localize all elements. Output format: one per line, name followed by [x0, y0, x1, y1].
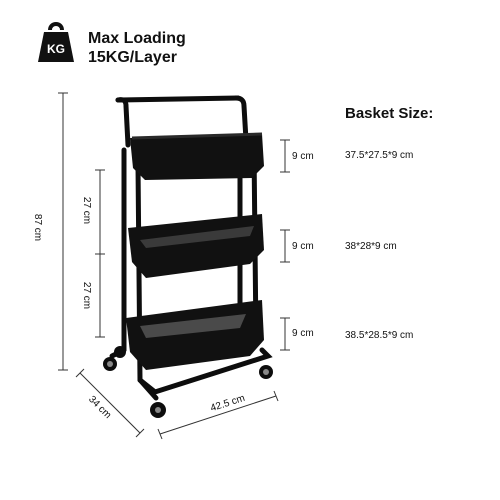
layer-gap-2-label: 27 cm [81, 281, 93, 310]
basket-top-size: 37.5*27.5*9 cm [345, 150, 414, 161]
basket-middle [128, 214, 264, 278]
depth-dimension-line [79, 372, 141, 434]
dimension-lines [58, 92, 290, 440]
total-height-label: 87 cm [32, 213, 44, 242]
kettlebell-weight-icon [38, 22, 74, 62]
basket-middle-size: 38*28*9 cm [345, 241, 397, 252]
width-dimension-line [159, 395, 277, 435]
basket-size-title: Basket Size: [345, 105, 434, 122]
layer-gap-1-label: 27 cm [81, 196, 93, 225]
max-loading-value: 15KG/Layer [88, 49, 177, 66]
weight-icon-label: KG [47, 42, 65, 56]
basket-top [130, 132, 264, 180]
wheel-back-inner [114, 346, 126, 358]
basket-bottom-depth: 9 cm [292, 328, 314, 339]
basket-bottom-size: 38.5*28.5*9 cm [345, 330, 414, 341]
weight-icon-wrap: KG [36, 18, 76, 64]
basket-bottom [126, 300, 264, 370]
max-loading-title: Max Loading [88, 30, 186, 47]
cart-handle [115, 95, 249, 148]
basket-middle-depth: 9 cm [292, 241, 314, 252]
basket-top-depth: 9 cm [292, 151, 314, 162]
